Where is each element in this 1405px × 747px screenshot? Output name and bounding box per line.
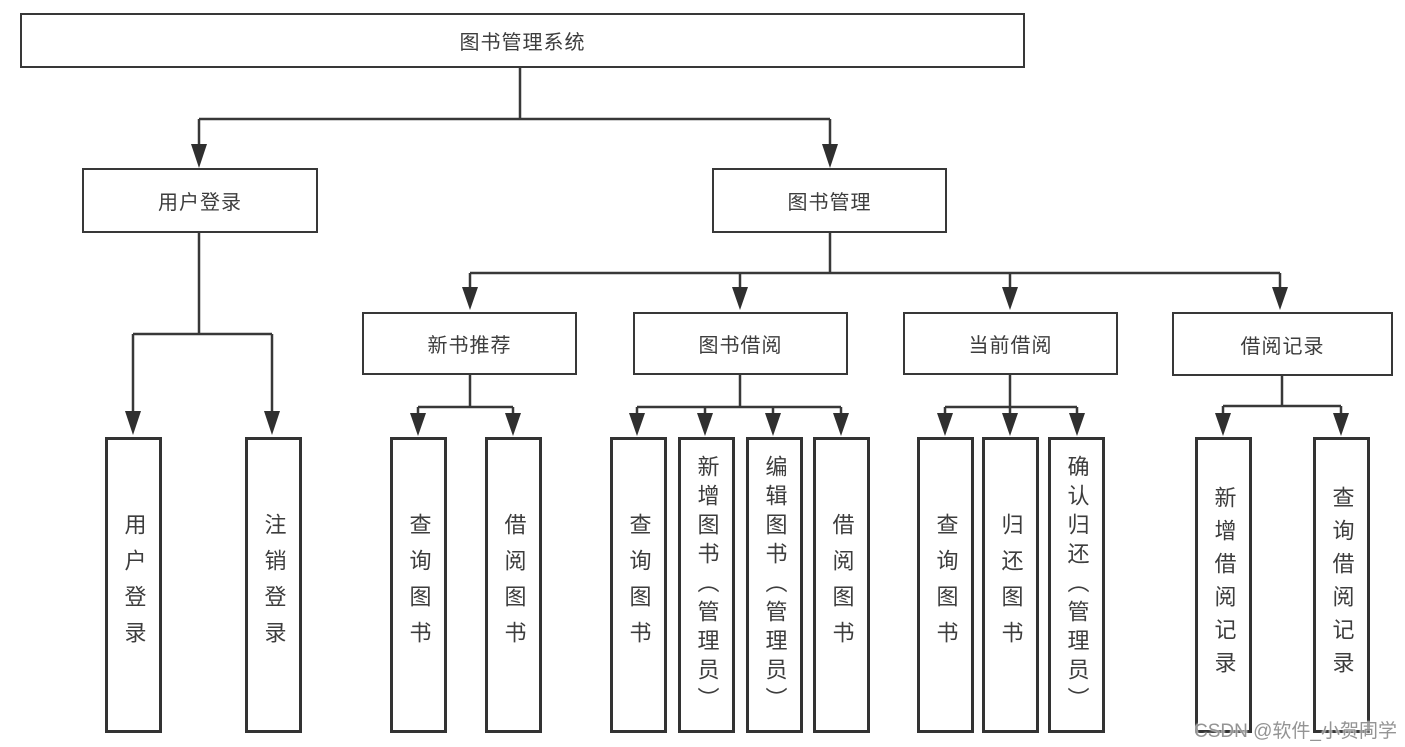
arrowhead-down-icon [1002, 287, 1018, 310]
arrowhead-down-icon [505, 413, 521, 436]
node-new-book-recommend: 新书推荐 [362, 312, 577, 375]
leaf-query-borrow-record: 查询借阅记录 [1313, 437, 1370, 733]
connector-borrow-records-children [1221, 376, 1343, 414]
node-current-borrow-label: 当前借阅 [968, 335, 1053, 357]
connector-book-mgmt-to-level3 [468, 232, 1282, 287]
node-new-book-recommend-label: 新书推荐 [427, 335, 512, 357]
leaf-return-books-label: 归还图书 [998, 513, 1024, 657]
leaf-add-book-admin-label: 新增图书（管理员） [694, 454, 720, 716]
arrowhead-down-icon [264, 411, 280, 435]
leaf-confirm-return-admin: 确认归还（管理员） [1048, 437, 1105, 733]
node-user-login-label: 用户登录 [158, 192, 242, 214]
leaf-add-borrow-record-label: 新增借阅记录 [1211, 486, 1237, 684]
arrowhead-down-icon [1272, 287, 1288, 310]
node-current-borrow: 当前借阅 [903, 312, 1118, 375]
leaf-borrow-books-recommend-label: 借阅图书 [501, 513, 527, 657]
leaf-query-books-borrow: 查询图书 [610, 437, 667, 733]
connector-book-borrow-children [635, 375, 843, 414]
node-borrow-records-label: 借阅记录 [1240, 335, 1325, 358]
leaf-user-login: 用户登录 [105, 437, 162, 733]
leaf-query-books-current: 查询图书 [917, 437, 974, 733]
node-book-borrow: 图书借阅 [633, 312, 848, 375]
leaf-edit-book-admin: 编辑图书（管理员） [746, 437, 803, 733]
leaf-user-login-label: 用户登录 [121, 513, 147, 657]
node-user-login: 用户登录 [82, 168, 318, 233]
leaf-confirm-return-admin-label: 确认归还（管理员） [1064, 454, 1090, 716]
arrowhead-down-icon [1069, 413, 1085, 436]
leaf-borrow-books: 借阅图书 [813, 437, 870, 733]
arrowhead-down-icon [191, 144, 207, 168]
arrowhead-down-icon [1333, 413, 1349, 436]
arrowhead-down-icon [629, 413, 645, 436]
arrowhead-down-icon [822, 144, 838, 168]
watermark: CSDN @软件_小贺同学 [1194, 721, 1397, 742]
connector-new-book-children [416, 375, 515, 414]
arrowhead-down-icon [125, 411, 141, 435]
node-book-management-label: 图书管理 [787, 192, 872, 214]
node-root-label: 图书管理系统 [459, 32, 586, 54]
arrowhead-down-icon [765, 413, 781, 436]
leaf-query-books-recommend: 查询图书 [390, 437, 447, 733]
arrowhead-down-icon [937, 413, 953, 436]
arrowhead-down-icon [833, 413, 849, 436]
node-book-management: 图书管理 [712, 168, 947, 233]
leaf-add-borrow-record: 新增借阅记录 [1195, 437, 1252, 733]
leaf-edit-book-admin-label: 编辑图书（管理员） [762, 454, 788, 716]
arrowhead-down-icon [732, 287, 748, 310]
node-book-borrow-label: 图书借阅 [698, 335, 783, 357]
arrowhead-down-icon [1215, 413, 1231, 436]
arrowhead-down-icon [410, 413, 426, 436]
leaf-borrow-books-label: 借阅图书 [829, 513, 855, 657]
connector-current-borrow-children [943, 375, 1079, 414]
leaf-query-books-current-label: 查询图书 [933, 513, 959, 657]
leaf-return-books: 归还图书 [982, 437, 1039, 733]
leaf-query-books-borrow-label: 查询图书 [626, 513, 652, 657]
leaf-logout: 注销登录 [245, 437, 302, 733]
leaf-query-borrow-record-label: 查询借阅记录 [1329, 486, 1355, 684]
leaf-borrow-books-recommend: 借阅图书 [485, 437, 542, 733]
arrowhead-down-icon [1002, 413, 1018, 436]
leaf-logout-label: 注销登录 [261, 513, 287, 657]
connector-root-to-level2 [197, 68, 832, 144]
leaf-add-book-admin: 新增图书（管理员） [678, 437, 735, 733]
arrowhead-down-icon [697, 413, 713, 436]
connector-user-login-children [131, 233, 274, 412]
node-borrow-records: 借阅记录 [1172, 312, 1393, 376]
leaf-query-books-recommend-label: 查询图书 [406, 513, 432, 657]
arrowhead-down-icon [462, 287, 478, 310]
node-root: 图书管理系统 [20, 13, 1025, 68]
